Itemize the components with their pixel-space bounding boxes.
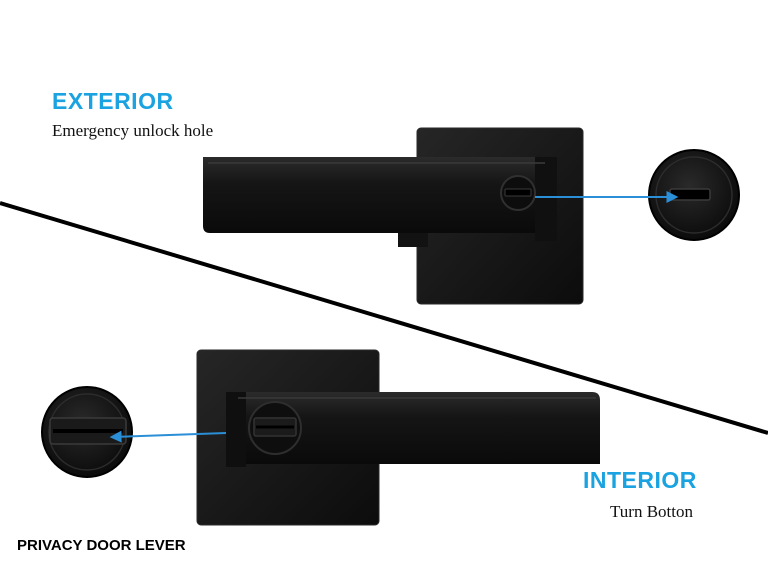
interior-pointer-arrow — [109, 430, 227, 443]
diagonal-divider — [0, 201, 768, 435]
interior-heading: INTERIOR — [583, 467, 697, 493]
exterior-description: Emergency unlock hole — [52, 121, 214, 140]
exterior-heading: EXTERIOR — [52, 88, 174, 114]
door-lever-interior-icon — [196, 349, 600, 526]
door-lever-exterior-icon — [203, 127, 584, 305]
turn-button-icon — [41, 386, 133, 478]
interior-description: Turn Botton — [610, 502, 693, 521]
emergency-unlock-hole-icon — [648, 149, 740, 241]
product-caption: PRIVACY DOOR LEVER — [17, 537, 186, 554]
